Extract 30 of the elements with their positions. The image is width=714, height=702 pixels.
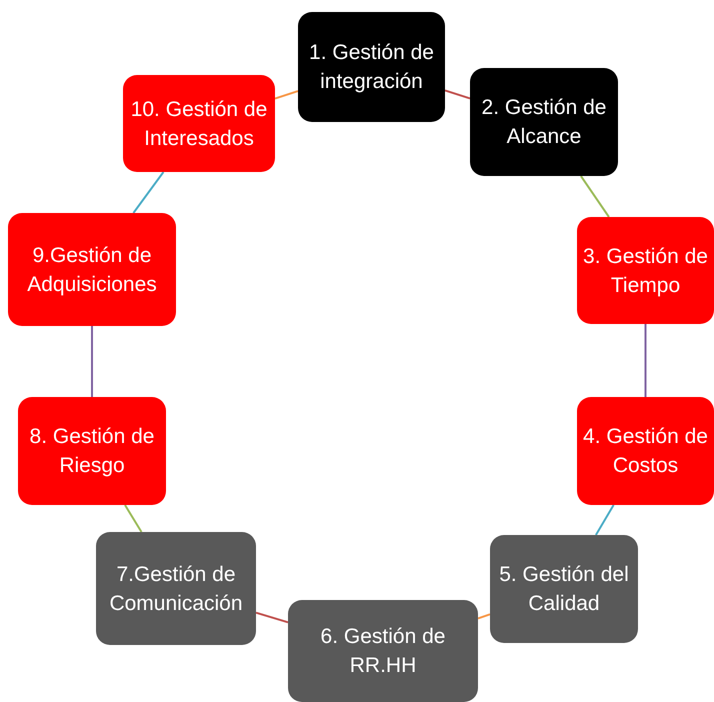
process-box <box>18 397 166 505</box>
process-box <box>577 217 714 324</box>
connector-line <box>595 504 614 536</box>
box-label: 7.Gestión de Comunicación <box>108 562 244 616</box>
box-label: 8. Gestión de Riesgo <box>28 424 156 479</box>
connector-line <box>644 324 646 397</box>
box-label: 4. Gestión de Costos <box>583 424 708 479</box>
process-box <box>288 600 478 702</box>
connector-line <box>274 90 298 100</box>
process-box <box>123 75 275 172</box>
connector-line <box>478 613 490 620</box>
connector-line <box>256 612 288 624</box>
connector-line <box>580 175 610 218</box>
process-box <box>577 397 714 505</box>
connector-line <box>124 504 142 533</box>
process-box <box>8 213 176 326</box>
box-label: 6. Gestión de RR.HH <box>320 624 446 679</box>
box-label: 3. Gestión de Tiempo <box>583 244 708 298</box>
box-label: 10. Gestión de Interesados <box>130 96 268 152</box>
box-label: 9.Gestión de Adquisiciones <box>26 242 158 298</box>
process-box <box>96 532 256 645</box>
connector-line <box>91 326 93 397</box>
box-label: 1. Gestión de integración <box>308 40 435 95</box>
connector-line <box>132 171 164 214</box>
process-box <box>298 12 445 122</box>
box-label: 2. Gestión de Alcance <box>480 95 608 150</box>
box-label: 5. Gestión del Calidad <box>498 562 630 617</box>
process-box <box>490 535 638 643</box>
connector-line <box>444 89 470 100</box>
process-box <box>470 68 618 176</box>
